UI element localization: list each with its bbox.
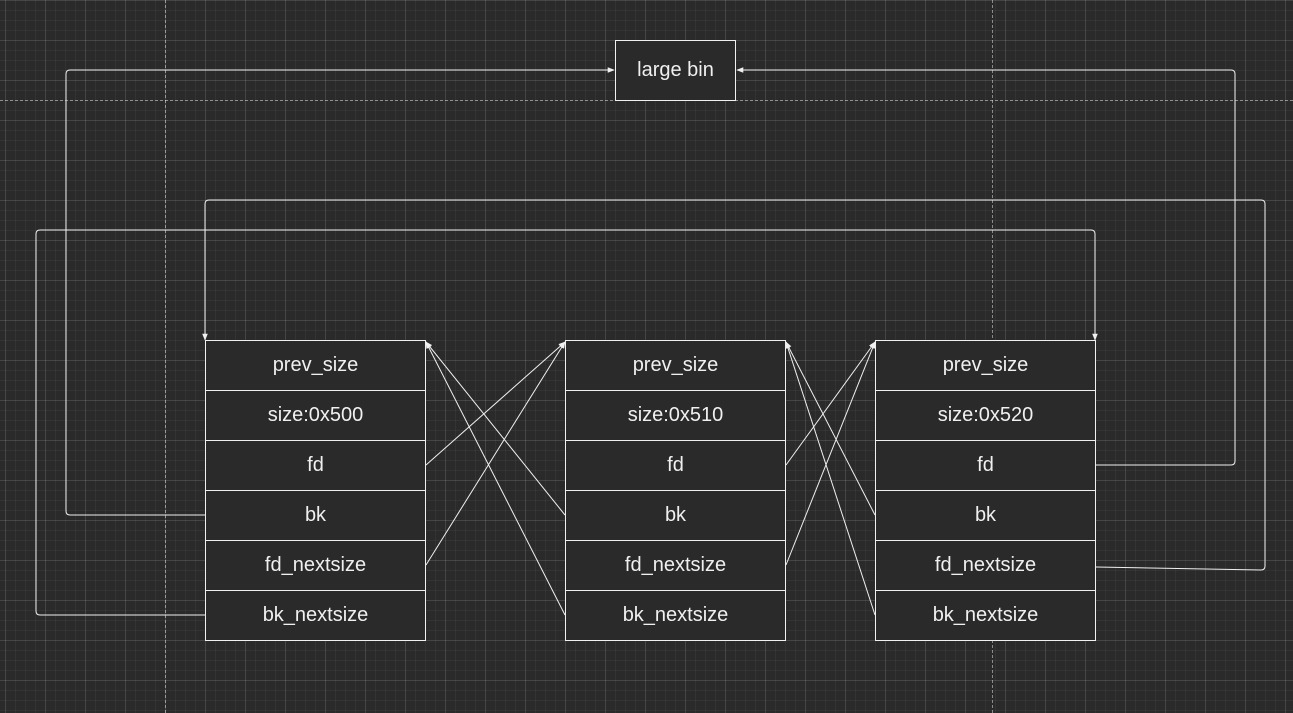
edge-chunk2-fdnext-to-chunk3	[785, 341, 876, 566]
edge-chunk3-bk-to-chunk2	[785, 341, 876, 516]
chunk-field-fd: fd	[206, 441, 425, 491]
chunk-field-bk: bk	[876, 491, 1095, 541]
chunk-field-bk-nextsize: bk_nextsize	[206, 591, 425, 641]
chunk-field-size: size:0x510	[566, 391, 785, 441]
edge-chunk1-fdnext-to-chunk2	[425, 341, 566, 566]
chunk-field-size: size:0x520	[876, 391, 1095, 441]
chunk-0x510: prev_size size:0x510 fd bk fd_nextsize b…	[565, 340, 786, 641]
chunk-field-bk-nextsize: bk_nextsize	[566, 591, 785, 641]
chunk-0x500: prev_size size:0x500 fd bk fd_nextsize b…	[205, 340, 426, 641]
chunk-field-bk-nextsize: bk_nextsize	[876, 591, 1095, 641]
large-bin-label: large bin	[637, 59, 714, 81]
edge-chunk2-bknext-to-chunk1	[425, 341, 566, 616]
chunk-field-prev-size: prev_size	[876, 341, 1095, 391]
chunk-field-fd: fd	[876, 441, 1095, 491]
edge-chunk2-bk-to-chunk1	[425, 341, 566, 516]
edge-chunk2-fd-to-chunk3	[785, 341, 876, 466]
chunk-field-bk: bk	[566, 491, 785, 541]
chunk-field-fd-nextsize: fd_nextsize	[206, 541, 425, 591]
edge-chunk3-bknext-to-chunk2	[785, 341, 876, 616]
chunk-0x520: prev_size size:0x520 fd bk fd_nextsize b…	[875, 340, 1096, 641]
chunk-field-bk: bk	[206, 491, 425, 541]
chunk-field-size: size:0x500	[206, 391, 425, 441]
large-bin-node: large bin	[615, 40, 736, 101]
chunk-field-prev-size: prev_size	[206, 341, 425, 391]
chunk-field-fd-nextsize: fd_nextsize	[876, 541, 1095, 591]
chunk-field-prev-size: prev_size	[566, 341, 785, 391]
chunk-field-fd-nextsize: fd_nextsize	[566, 541, 785, 591]
page-guide-left	[165, 0, 166, 713]
edge-chunk1-fd-to-chunk2	[425, 341, 566, 466]
chunk-field-fd: fd	[566, 441, 785, 491]
